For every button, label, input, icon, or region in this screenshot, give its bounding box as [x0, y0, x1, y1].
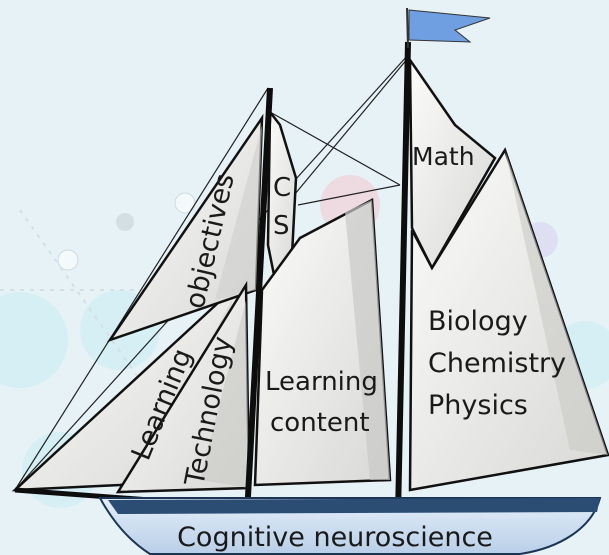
label-math: Math	[412, 142, 475, 171]
sail-learning-content	[253, 197, 392, 487]
label-cs-s: S	[273, 211, 290, 241]
label-physics: Physics	[428, 390, 528, 421]
sail-math	[408, 55, 497, 271]
label-biology: Biology	[428, 306, 528, 337]
flag-icon	[406, 7, 491, 49]
hull	[98, 497, 602, 555]
hull-label: Cognitive neuroscience	[177, 522, 493, 553]
sail-sciences	[408, 147, 609, 492]
sail-technology	[115, 280, 251, 494]
mast-front	[244, 87, 273, 516]
mast-main	[395, 41, 411, 516]
sail-objectives	[106, 113, 264, 343]
label-chemistry: Chemistry	[428, 348, 566, 379]
label-learning-content-1: Learning	[265, 367, 378, 397]
label-cs-c: C	[273, 173, 291, 203]
label-learning-content-2: content	[270, 408, 370, 438]
